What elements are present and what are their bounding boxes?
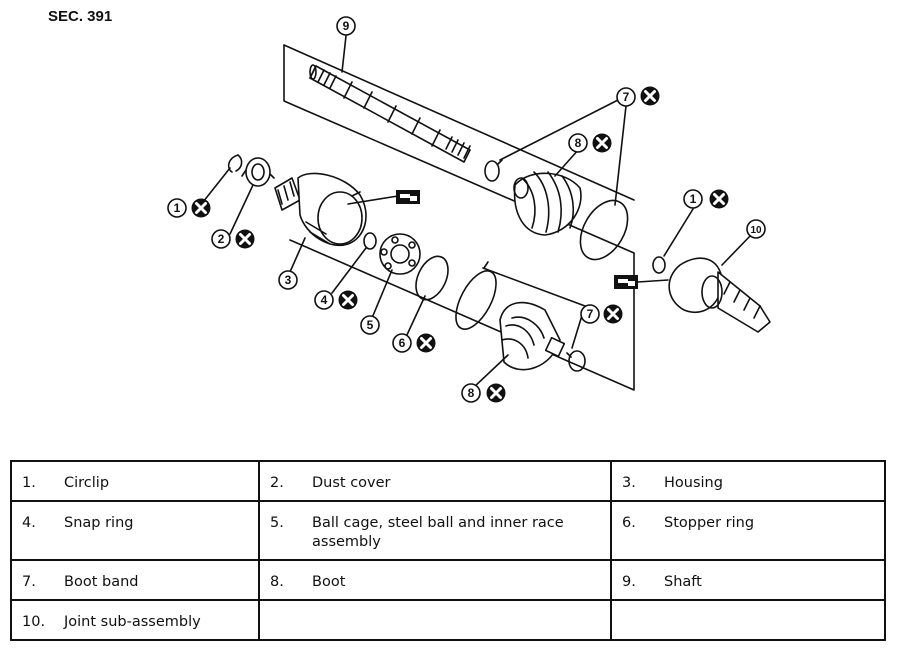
legend-cell-empty: [258, 599, 612, 641]
part-number: 6.: [622, 515, 636, 531]
boot-upper: [513, 171, 582, 236]
part-name: Boot: [312, 574, 346, 590]
ball-cage-assembly: [379, 233, 421, 275]
svg-text:6: 6: [399, 336, 406, 350]
callout-4: 4: [314, 289, 359, 311]
part-number: 5.: [270, 515, 284, 531]
parts-legend-table: 1. Circlip 2. Dust cover 3. Housing 4. Snap …: [10, 460, 886, 641]
svg-text:7: 7: [623, 90, 630, 104]
part-name: Housing: [664, 475, 723, 491]
circlip-right: [652, 256, 666, 274]
svg-text:1: 1: [690, 192, 697, 206]
svg-text:8: 8: [468, 386, 475, 400]
part-number: 9.: [622, 574, 636, 590]
legend-cell-empty: [610, 599, 886, 641]
callout-9: 9: [336, 16, 356, 36]
part-number: 4.: [22, 515, 36, 531]
boot-band-small-upper: [484, 159, 503, 182]
housing: [274, 172, 367, 247]
part-number: 8.: [270, 574, 284, 590]
callout-8-lower: 8: [461, 382, 507, 404]
part-name: Circlip: [64, 475, 110, 491]
shaft: [309, 64, 471, 163]
part-name: Boot band: [64, 574, 139, 590]
dust-cover: [241, 157, 275, 187]
callout-10: 10: [746, 219, 766, 239]
circlip-left: [227, 154, 243, 173]
legend-row: 10. Joint sub-assembly: [10, 599, 886, 641]
part-number: 3.: [622, 475, 636, 491]
joint-sub-assembly: [668, 257, 771, 333]
legend-cell: 3. Housing: [610, 460, 886, 502]
section-label: SEC. 391: [48, 8, 113, 25]
legend-cell: 9. Shaft: [610, 559, 886, 601]
legend-cell: 4. Snap ring: [10, 500, 260, 561]
exploded-view-diagram: 9 1 2 3 4 5 6 8 7 7 8 1 10: [167, 16, 771, 404]
callout-5: 5: [360, 315, 380, 335]
callout-7-upper: 7: [616, 85, 661, 107]
boot-band-small-lower: [566, 350, 586, 372]
part-name: Joint sub-assembly: [64, 614, 201, 630]
svg-text:5: 5: [367, 318, 374, 332]
leader-lines: [202, 35, 753, 389]
legend-cell: 6. Stopper ring: [610, 500, 886, 561]
snap-ring: [363, 232, 377, 250]
legend-row: 4. Snap ring 5. Ball cage, steel ball and …: [10, 500, 886, 561]
legend-cell: 10. Joint sub-assembly: [10, 599, 260, 641]
legend-cell: 8. Boot: [258, 559, 612, 601]
callout-8-upper: 8: [568, 132, 613, 154]
callout-3: 3: [278, 270, 298, 290]
legend-cell: 7. Boot band: [10, 559, 260, 601]
svg-text:10: 10: [750, 225, 762, 236]
legend-row: 7. Boot band 8. Boot 9. Shaft: [10, 559, 886, 601]
legend-cell: 5. Ball cage, steel ball and inner race a…: [258, 500, 612, 561]
callout-1-left: 1: [167, 197, 212, 219]
part-name: Dust cover: [312, 475, 391, 491]
svg-text:8: 8: [575, 136, 582, 150]
legend-cell: 2. Dust cover: [258, 460, 612, 502]
boot-band-large: [455, 270, 497, 330]
part-number: 1.: [22, 475, 36, 491]
part-name: Stopper ring: [664, 515, 755, 531]
callout-7-lower: 7: [580, 303, 624, 325]
part-number: 7.: [22, 574, 36, 590]
part-name: Ball cage, steel ball and inner race ass…: [312, 515, 564, 550]
part-name: Snap ring: [64, 515, 134, 531]
svg-text:2: 2: [218, 232, 225, 246]
callouts: 9 1 2 3 4 5 6 8 7 7 8 1 10: [167, 16, 766, 404]
svg-text:4: 4: [321, 293, 328, 307]
part-name: Shaft: [664, 574, 702, 590]
svg-text:3: 3: [285, 273, 292, 287]
svg-text:1: 1: [174, 201, 181, 215]
callout-2: 2: [211, 228, 256, 250]
callout-1-right: 1: [683, 188, 730, 210]
legend-cell: 1. Circlip: [10, 460, 260, 502]
svg-text:9: 9: [343, 19, 350, 33]
stopper-ring: [415, 255, 449, 301]
legend-row: 1. Circlip 2. Dust cover 3. Housing: [10, 460, 886, 502]
callout-6: 6: [392, 332, 437, 354]
boot-band-large-upper: [579, 199, 629, 261]
svg-text:7: 7: [587, 307, 594, 321]
part-number: 2.: [270, 475, 284, 491]
boot-lower: [499, 301, 566, 371]
part-number: 10.: [22, 614, 46, 630]
